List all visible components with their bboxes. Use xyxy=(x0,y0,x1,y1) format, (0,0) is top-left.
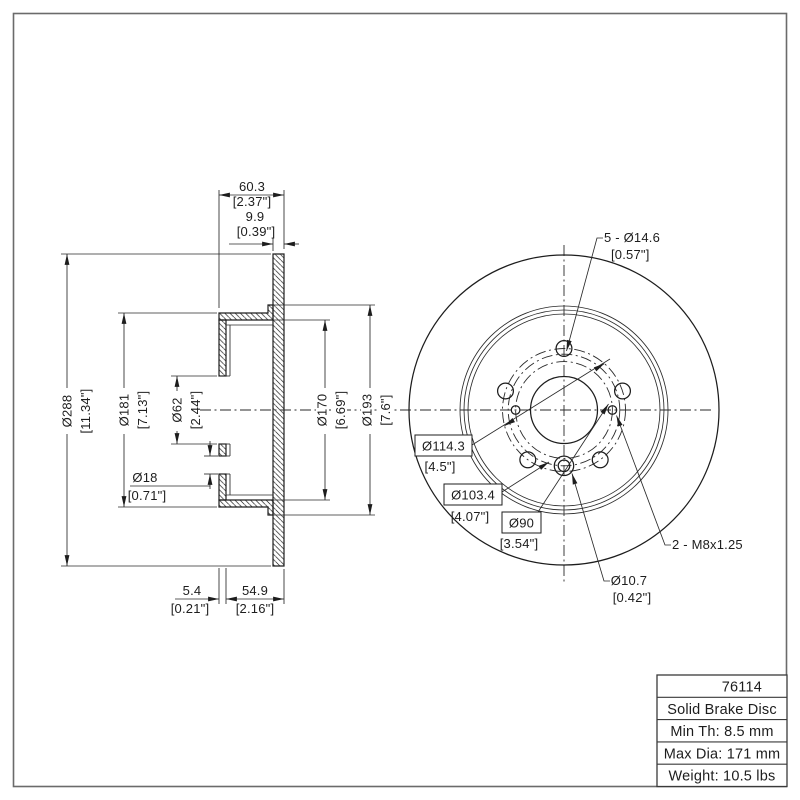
label-circle-90-in: [3.54"] xyxy=(500,536,539,551)
title-description: Solid Brake Disc xyxy=(667,702,777,718)
dim-offset-in: [2.16"] xyxy=(236,601,275,616)
title-weight: Weight: 10.5 lbs xyxy=(669,769,776,785)
dim-pilot-dia-mm: Ø62 xyxy=(170,397,185,422)
dim-total-width-mm: 60.3 xyxy=(239,179,265,194)
leader-thread-holes xyxy=(616,415,671,546)
bolt-circle-90 xyxy=(515,361,613,459)
dim-plate-th-mm: 9.9 xyxy=(246,209,265,224)
label-box-circle-103 xyxy=(443,483,503,506)
section-disc-plate xyxy=(272,253,285,567)
dim-offset-mm: 54.9 xyxy=(242,583,268,598)
dim-plate-th-in: [0.39"] xyxy=(237,224,276,239)
dim-outer-dia-mm: Ø288 xyxy=(60,395,75,428)
section-hat-flange-bottom xyxy=(218,499,274,516)
label-thread-note: 2 - M8x1.25 xyxy=(672,537,743,552)
label-small-hole-in: [0.42"] xyxy=(613,590,652,605)
title-part-number: 76114 xyxy=(722,680,762,696)
label-box-bolt-circle xyxy=(414,434,473,457)
bolt-circle-103 xyxy=(507,353,621,467)
dim-bottom-widths xyxy=(175,568,285,604)
dim-outer-dia-in: [11.34"] xyxy=(78,388,93,433)
leader-bolt-circle xyxy=(471,358,611,446)
label-circle-103-mm: Ø103.4 xyxy=(451,488,495,503)
lug-holes xyxy=(496,339,632,469)
dim-step193-in: [7.6"] xyxy=(378,394,393,425)
label-bolt-circle-in: [4.5"] xyxy=(424,459,455,474)
step-circle-193 xyxy=(459,305,669,515)
sheet-border xyxy=(12,12,788,788)
section-hat-wall-upper xyxy=(218,319,227,377)
section-hat-flange-top xyxy=(218,304,274,321)
label-small-hole-mm: Ø10.7 xyxy=(611,573,647,588)
leader-small-hole xyxy=(571,473,610,582)
section-inner-edges xyxy=(219,324,273,496)
dim-hat-dia-mm: Ø181 xyxy=(117,394,132,427)
leader-lug-holes xyxy=(566,237,603,352)
front-view xyxy=(408,237,720,582)
label-circle-103-in: [4.07"] xyxy=(451,509,490,524)
dim-plate-thickness xyxy=(229,238,299,251)
dim-hole18 xyxy=(130,441,218,489)
hat-circle-181 xyxy=(463,309,665,511)
dim-step193-mm: Ø193 xyxy=(360,394,375,427)
dim-hat-dia-in: [7.13"] xyxy=(135,391,150,430)
section-hat-wall-mid xyxy=(218,443,227,457)
leader-circle-90 xyxy=(537,403,609,513)
dim-inner170-mm: Ø170 xyxy=(315,394,330,427)
pilot-hole-circle xyxy=(529,375,599,445)
section-hat-wall-lower xyxy=(218,473,227,501)
dim-hat-th-in: [0.21"] xyxy=(171,601,210,616)
leaders xyxy=(471,237,671,582)
label-circle-90-mm: Ø90 xyxy=(509,516,534,531)
dim-total-width xyxy=(218,190,285,308)
dim-total-width-in: [2.37"] xyxy=(233,194,272,209)
dim-inner170-in: [6.69"] xyxy=(333,391,348,430)
dim-pilot-dia-in: [2.44"] xyxy=(188,391,203,430)
inner-circle-170 xyxy=(467,313,661,507)
label-box-circle-90 xyxy=(501,511,542,534)
title-block: 76114 Solid Brake Disc Min Th: 8.5 mm Ma… xyxy=(656,674,788,788)
title-max-diameter: Max Dia: 171 mm xyxy=(664,746,781,762)
label-bolt-circle-mm: Ø114.3 xyxy=(422,439,465,454)
leader-circle-103 xyxy=(501,461,550,493)
label-lug-holes-in: [0.57"] xyxy=(611,247,650,262)
dim-hole18-in: [0.71"] xyxy=(128,488,167,503)
title-min-thickness: Min Th: 8.5 mm xyxy=(670,724,773,740)
dim-hat-th-mm: 5.4 xyxy=(183,583,202,598)
label-lug-holes-mm: 5 - Ø14.6 xyxy=(604,230,660,245)
disc-outer-circle xyxy=(408,254,720,566)
dim-hole18-mm: Ø18 xyxy=(132,470,157,485)
